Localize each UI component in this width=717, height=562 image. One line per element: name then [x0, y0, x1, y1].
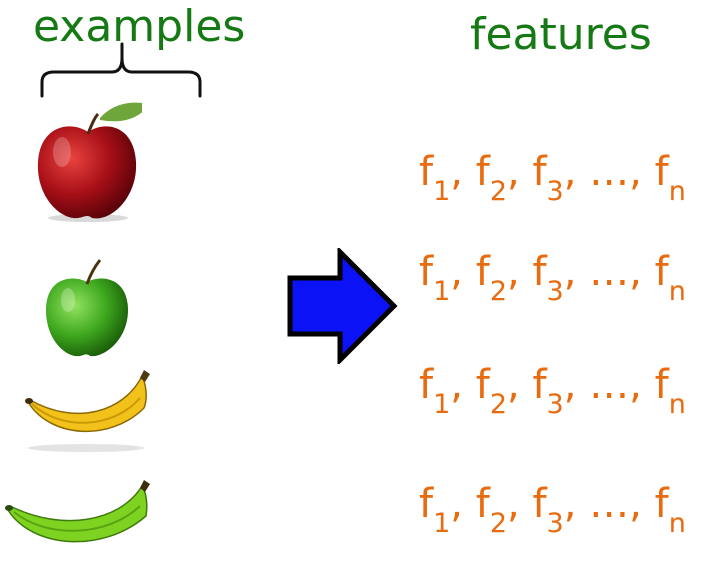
subscript-1: 1: [433, 176, 451, 207]
feature-letter: f: [532, 481, 547, 527]
subscript-2: 2: [489, 389, 507, 420]
feature-letter: f: [532, 149, 547, 195]
subscript-3: 3: [546, 276, 564, 307]
examples-heading: examples: [33, 1, 246, 52]
feature-letter: f: [475, 362, 490, 408]
feature-letter: f: [532, 362, 547, 408]
feature-letter: f: [419, 362, 434, 408]
feature-letter: f: [532, 249, 547, 295]
ellipsis: …: [589, 249, 630, 295]
right-arrow-icon: [287, 248, 398, 364]
subscript-1: 1: [433, 389, 451, 420]
subscript-1: 1: [433, 508, 451, 539]
feature-letter: f: [419, 149, 434, 195]
subscript-n: n: [668, 389, 686, 420]
feature-row: f1, f2, f3, …, fn: [419, 362, 686, 420]
subscript-2: 2: [489, 508, 507, 539]
feature-letter: f: [475, 481, 490, 527]
feature-row: f1, f2, f3, …, fn: [419, 481, 686, 539]
feature-letter: f: [654, 149, 669, 195]
feature-letter: f: [654, 249, 669, 295]
ellipsis: …: [589, 481, 630, 527]
yellow-banana-icon: [25, 370, 150, 452]
subscript-3: 3: [546, 508, 564, 539]
features-heading: features: [470, 9, 652, 60]
feature-letter: f: [654, 481, 669, 527]
subscript-n: n: [668, 508, 686, 539]
green-apple-icon: [46, 259, 128, 357]
green-banana-icon: [5, 480, 150, 543]
feature-letter: f: [475, 249, 490, 295]
red-apple-icon: [37, 102, 142, 222]
ellipsis: …: [589, 149, 630, 195]
feature-row: f1, f2, f3, …, fn: [419, 249, 686, 307]
subscript-3: 3: [546, 176, 564, 207]
subscript-2: 2: [489, 176, 507, 207]
subscript-2: 2: [489, 276, 507, 307]
feature-row: f1, f2, f3, …, fn: [419, 149, 686, 207]
feature-letter: f: [654, 362, 669, 408]
curly-brace-icon: [40, 42, 202, 98]
feature-letter: f: [419, 481, 434, 527]
subscript-1: 1: [433, 276, 451, 307]
subscript-n: n: [668, 176, 686, 207]
feature-letter: f: [475, 149, 490, 195]
subscript-n: n: [668, 276, 686, 307]
feature-letter: f: [419, 249, 434, 295]
subscript-3: 3: [546, 389, 564, 420]
ellipsis: …: [589, 362, 630, 408]
